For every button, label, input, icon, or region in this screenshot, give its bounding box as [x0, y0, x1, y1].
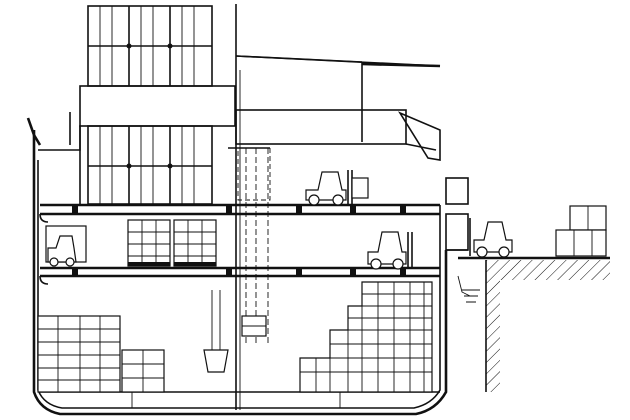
pallet-load-1	[127, 219, 171, 267]
quay-crate-stack	[555, 205, 607, 257]
upper-deck	[39, 203, 441, 278]
top-container-stack	[87, 5, 213, 87]
forklift-quay	[469, 218, 513, 258]
forklift-middle-left	[45, 225, 87, 267]
pallet-load-2	[173, 219, 217, 267]
lower-hold-crate-stack	[299, 281, 433, 393]
side-door-elevator	[444, 177, 471, 297]
forklift-upper-deck	[305, 170, 369, 206]
cargo-sling	[203, 290, 267, 373]
forklift-middle-deck	[367, 231, 413, 270]
quay-wall	[458, 256, 610, 392]
hatch-trunk	[228, 147, 271, 345]
lower-hold-bales	[37, 315, 165, 393]
middle-container-stack	[87, 125, 213, 205]
